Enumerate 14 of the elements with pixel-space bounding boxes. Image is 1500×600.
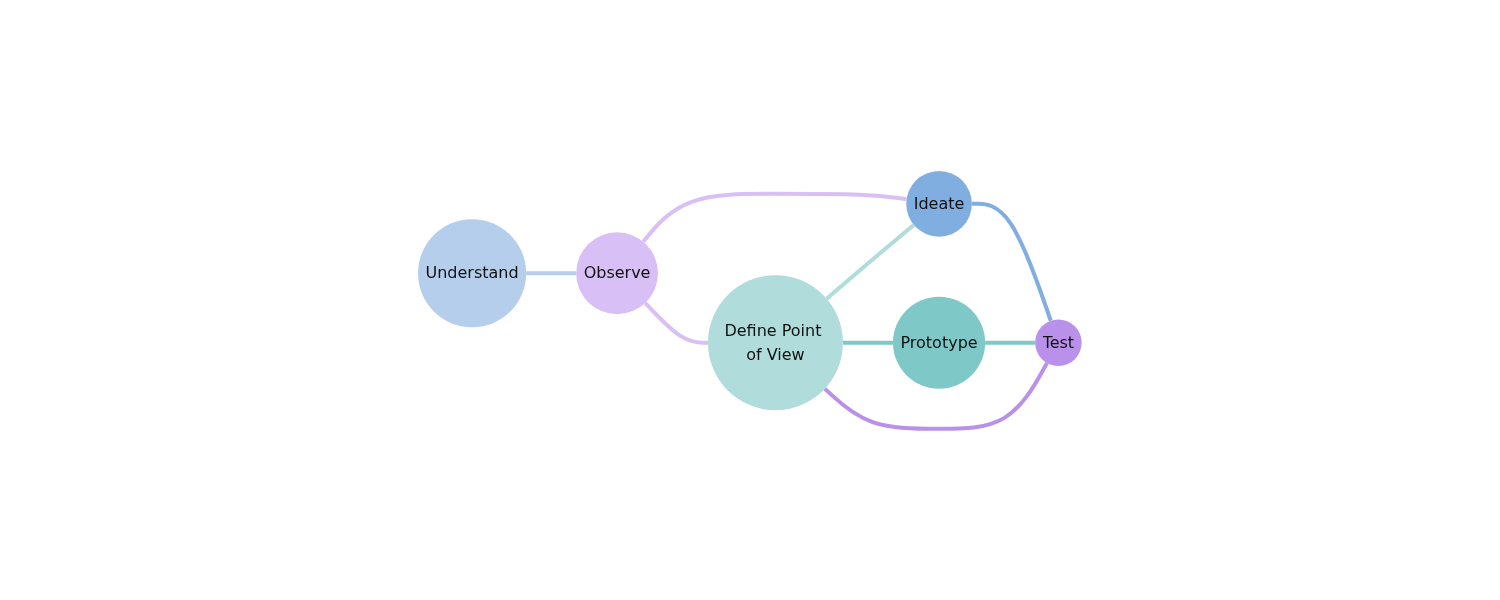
node-circle: Ideate xyxy=(906,171,973,237)
node-circle: Observe xyxy=(576,232,659,315)
connector xyxy=(843,340,894,345)
node-circle: Test xyxy=(1035,319,1082,367)
node-circle: Define Point of View xyxy=(708,275,844,411)
node-circle: Understand xyxy=(418,219,527,328)
connector xyxy=(526,271,577,276)
node-circle: Prototype xyxy=(893,296,986,389)
connector xyxy=(641,191,907,244)
connector xyxy=(823,362,1049,431)
connector xyxy=(985,340,1036,345)
connector xyxy=(972,201,1053,322)
connector xyxy=(643,301,709,345)
connector xyxy=(825,223,916,301)
